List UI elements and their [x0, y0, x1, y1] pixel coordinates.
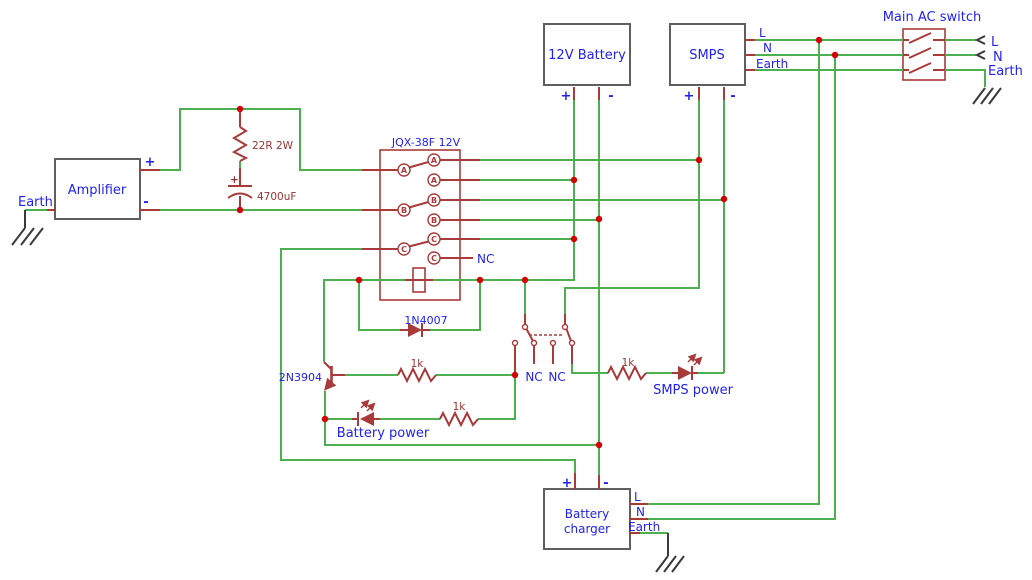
wire-live: [648, 39, 903, 505]
earth-ground-ac-switch: [972, 87, 1002, 105]
smps-l-label: L: [759, 26, 766, 40]
wire-battery-plus-coil-collector: [323, 100, 575, 362]
earth-ground-charger: [655, 533, 685, 573]
led-battery-symbol: [357, 399, 376, 426]
amp-plus-label: +: [145, 155, 156, 170]
ac-out-earth-label: Earth: [988, 64, 1023, 79]
wire-flyback-diode: [358, 280, 481, 331]
mode-switch-nc-right-label: NC: [548, 370, 565, 384]
battery-minus-label: -: [608, 89, 613, 104]
wire-emitter-ground-rail: [324, 391, 599, 446]
relay-pin-label: B: [431, 196, 437, 205]
amp-minus-label: -: [143, 195, 148, 210]
charger-minus-label: -: [603, 476, 608, 491]
wire-relay-c-to-charger-plus: [280, 248, 576, 473]
resistor-smps-led-value: 1k: [622, 357, 636, 369]
relay-pin-label: A: [401, 166, 408, 175]
resistor-battery-led-value: 1k: [453, 401, 467, 413]
relay-symbol: A B C A A B B C C: [397, 153, 441, 293]
main-ac-switch-label: Main AC switch: [883, 10, 982, 25]
amplifier-box: [54, 158, 141, 220]
wire-smps-led: [571, 364, 724, 374]
mode-switch-nc-left-label: NC: [525, 370, 542, 384]
ac-switch-blades[interactable]: [908, 32, 932, 74]
charger-label-line2: charger: [564, 522, 610, 536]
wire-neutral: [648, 54, 903, 520]
mode-switch-symbol[interactable]: [511, 323, 576, 347]
relay-arm-b: [408, 201, 429, 209]
relay-pin-label: C: [431, 254, 437, 263]
smps-box: [669, 23, 746, 86]
smps-earth-label: Earth: [756, 57, 788, 71]
ac-plug-connectors: [974, 35, 986, 60]
ac-out-l-label: L: [991, 35, 999, 50]
smps-n-label: N: [763, 41, 772, 55]
smps-label: SMPS: [689, 48, 725, 63]
transistor-value: 2N3904: [279, 371, 322, 384]
relay-pin-label: A: [431, 176, 438, 185]
resistor-smps-led-1k-symbol: [607, 364, 647, 382]
transistor-2n3904-symbol: [323, 361, 337, 391]
charger-plus-label: +: [562, 476, 573, 491]
relay-pin-label: C: [401, 245, 407, 254]
capacitor-polarity: +: [230, 174, 239, 186]
relay-arm-a: [408, 161, 429, 169]
charger-n-label: N: [636, 505, 645, 519]
resistor-22r-symbol: [231, 126, 249, 162]
battery-plus-label: +: [561, 89, 572, 104]
smps-minus-label: -: [730, 89, 735, 104]
charger-l-label: L: [634, 490, 641, 504]
resistor-22r-value: 22R 2W: [252, 140, 294, 152]
charger-earth-label: Earth: [628, 520, 660, 534]
capacitor-4700uf-symbol: [227, 185, 253, 199]
relay-arm-c: [408, 240, 429, 248]
diode-value: 1N4007: [404, 314, 447, 327]
battery-12v-label: 12V Battery: [548, 48, 626, 63]
wire-battery-led: [325, 375, 516, 420]
wire-smps-plus-to-switch: [564, 100, 700, 314]
resistor-base-1k-symbol: [397, 366, 437, 384]
ac-out-n-label: N: [993, 50, 1003, 65]
relay-pin-label: A: [431, 156, 438, 165]
wires-layer: [25, 39, 986, 534]
led-battery-label: Battery power: [337, 426, 430, 441]
earth-ground-amplifier: [11, 210, 44, 246]
smps-plus-label: +: [684, 89, 695, 104]
relay-box: [379, 149, 461, 301]
wire-switch-out-earth: [945, 69, 986, 87]
relay-title: JQX-38F 12V: [391, 136, 461, 149]
diode-1n4007-symbol: [400, 323, 430, 337]
led-smps-label: SMPS power: [653, 383, 734, 398]
relay-pin-label: B: [401, 206, 407, 215]
relay-nc-label: NC: [477, 252, 494, 266]
relay-pin-label: B: [431, 216, 437, 225]
amp-earth-label: Earth: [18, 195, 53, 210]
amplifier-label: Amplifier: [68, 183, 127, 198]
capacitor-value: 4700uF: [257, 191, 296, 203]
wire-switch-out-ln: [945, 39, 976, 56]
led-smps-symbol: [678, 353, 703, 380]
resistor-battery-led-1k-symbol: [439, 410, 479, 428]
relay-pin-label: C: [431, 235, 437, 244]
relay-coil: [412, 267, 426, 293]
charger-label-line1: Battery: [565, 507, 609, 521]
resistor-base-value: 1k: [411, 358, 425, 370]
junction-dots: [236, 36, 839, 449]
battery-12v-box: [543, 23, 631, 86]
